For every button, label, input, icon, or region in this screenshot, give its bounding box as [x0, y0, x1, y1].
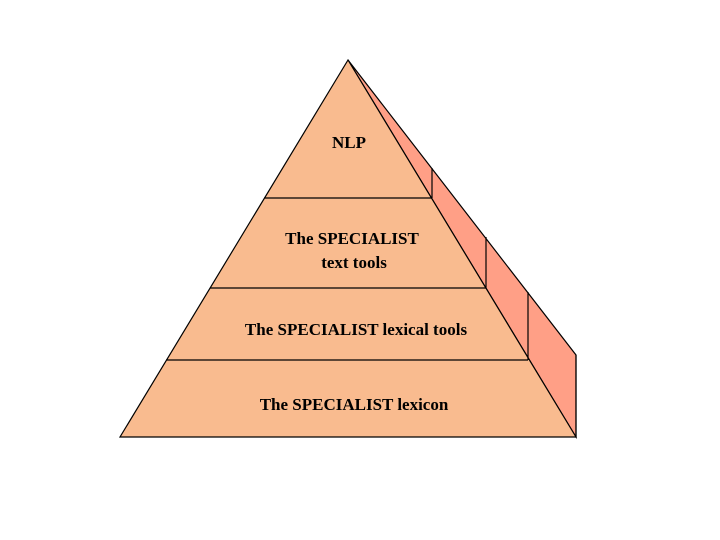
layer-label-nlp: NLP	[332, 133, 366, 152]
pyramid-front-face	[118, 58, 578, 438]
layer-label-text-tools-line2: text tools	[321, 253, 387, 272]
layer-label-lexicon: The SPECIALIST lexicon	[260, 395, 449, 414]
layer-label-text-tools-line1: The SPECIALIST	[285, 229, 419, 248]
layer-label-lexical-tools: The SPECIALIST lexical tools	[245, 320, 468, 339]
